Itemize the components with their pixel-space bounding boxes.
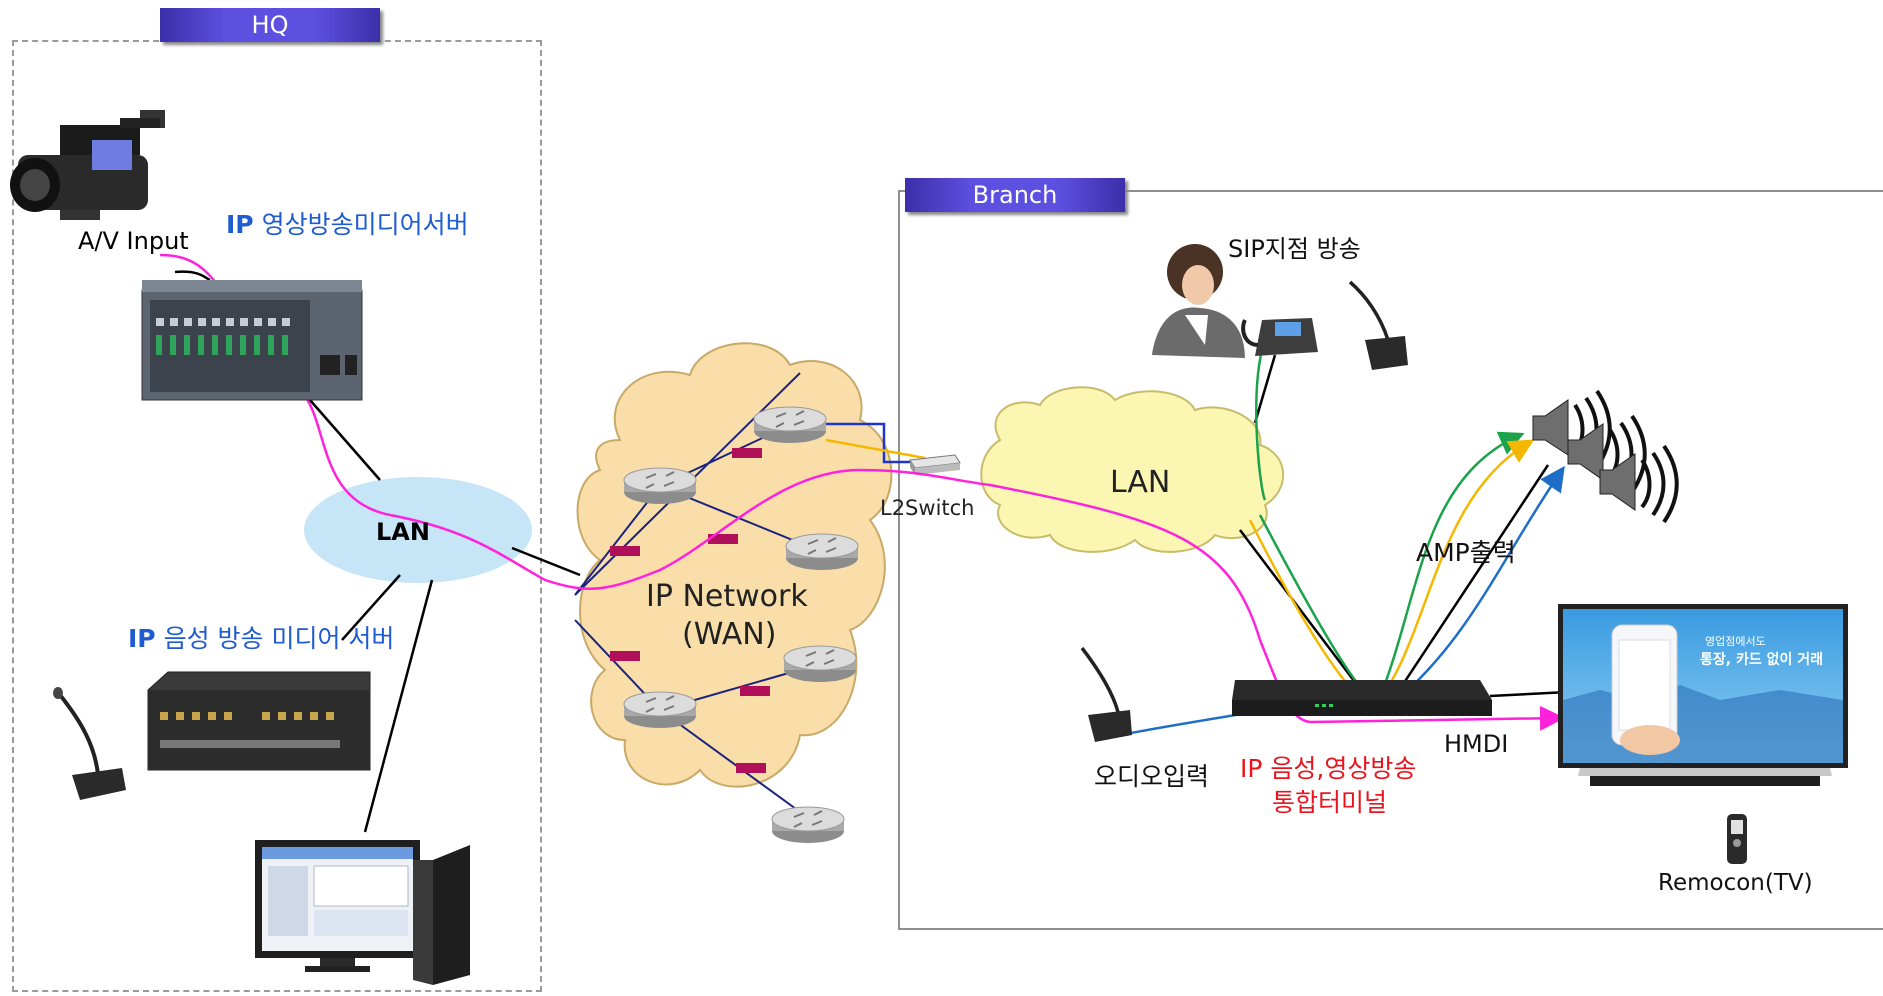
av-input-label: A/V Input [78,227,189,255]
router-icon [783,645,857,683]
router-icon [771,806,845,844]
router-icon [753,406,827,444]
voice-server-prefix: IP [128,624,156,653]
branch-zone [898,190,1883,930]
branch-tag: Branch [905,178,1125,212]
yellow-uplink [825,438,926,460]
speaker-icon [1599,444,1679,524]
branch-tag-label: Branch [972,181,1058,209]
remocon-label: Remocon(TV) [1658,870,1813,896]
sip-label: SIP지점 방송 [1228,235,1361,263]
hmdi-label: HMDI [1444,730,1509,758]
wan-label-line2: (WAN) [682,617,777,652]
l2switch-label: L2Switch [880,496,975,520]
camcorder-icon [10,110,165,220]
microphone-icon [1080,646,1132,742]
router-icon [623,691,697,729]
camera-cable [174,270,211,282]
remote-icon [1727,814,1747,864]
magenta-stream [159,253,1565,731]
router-icon [623,467,697,505]
voice-server-label: IP 음성 방송 미디어 서버 [128,626,394,651]
terminal-label-line2: 통합터미널 [1272,788,1388,817]
amp-label: AMP출력 [1416,538,1516,567]
link-markers [610,448,770,773]
voice-server-name: 음성 방송 미디어 서버 [155,624,395,653]
branch-lan-label: LAN [1110,465,1171,500]
router-icon [785,533,859,571]
hq-tag: HQ [160,8,380,42]
switch-uplink [826,422,920,464]
tv-text-2: 통장, 카드 없이 거래 [1700,651,1823,668]
pc-icon [255,840,470,985]
ip-phone-icon [1152,244,1318,358]
hq-lan-label: LAN [376,518,430,546]
video-server-label: IP 영상방송미디어서버 [226,212,469,237]
video-server-name: 영상방송미디어서버 [253,210,469,239]
tv-text-1: 영업점에서도 [1705,635,1766,648]
media-server-icon [141,280,363,401]
audio-input-label: 오디오입력 [1094,762,1210,791]
hq-links [309,354,1277,833]
voice-server-icon [147,671,371,771]
tv-icon: 영업점에서도 통장, 카드 없이 거래 [1558,604,1848,786]
switch-icon [909,454,961,475]
hq-tag-label: HQ [251,11,289,39]
branch-lan-cloud [980,386,1285,553]
microphone-icon [1348,280,1408,370]
terminal-label-line1: IP 음성,영상방송 [1240,754,1417,783]
microphone-icon [53,687,126,800]
wan-label-line1: IP Network [646,579,808,614]
terminal-icon [1232,680,1492,716]
video-server-prefix: IP [226,210,254,239]
